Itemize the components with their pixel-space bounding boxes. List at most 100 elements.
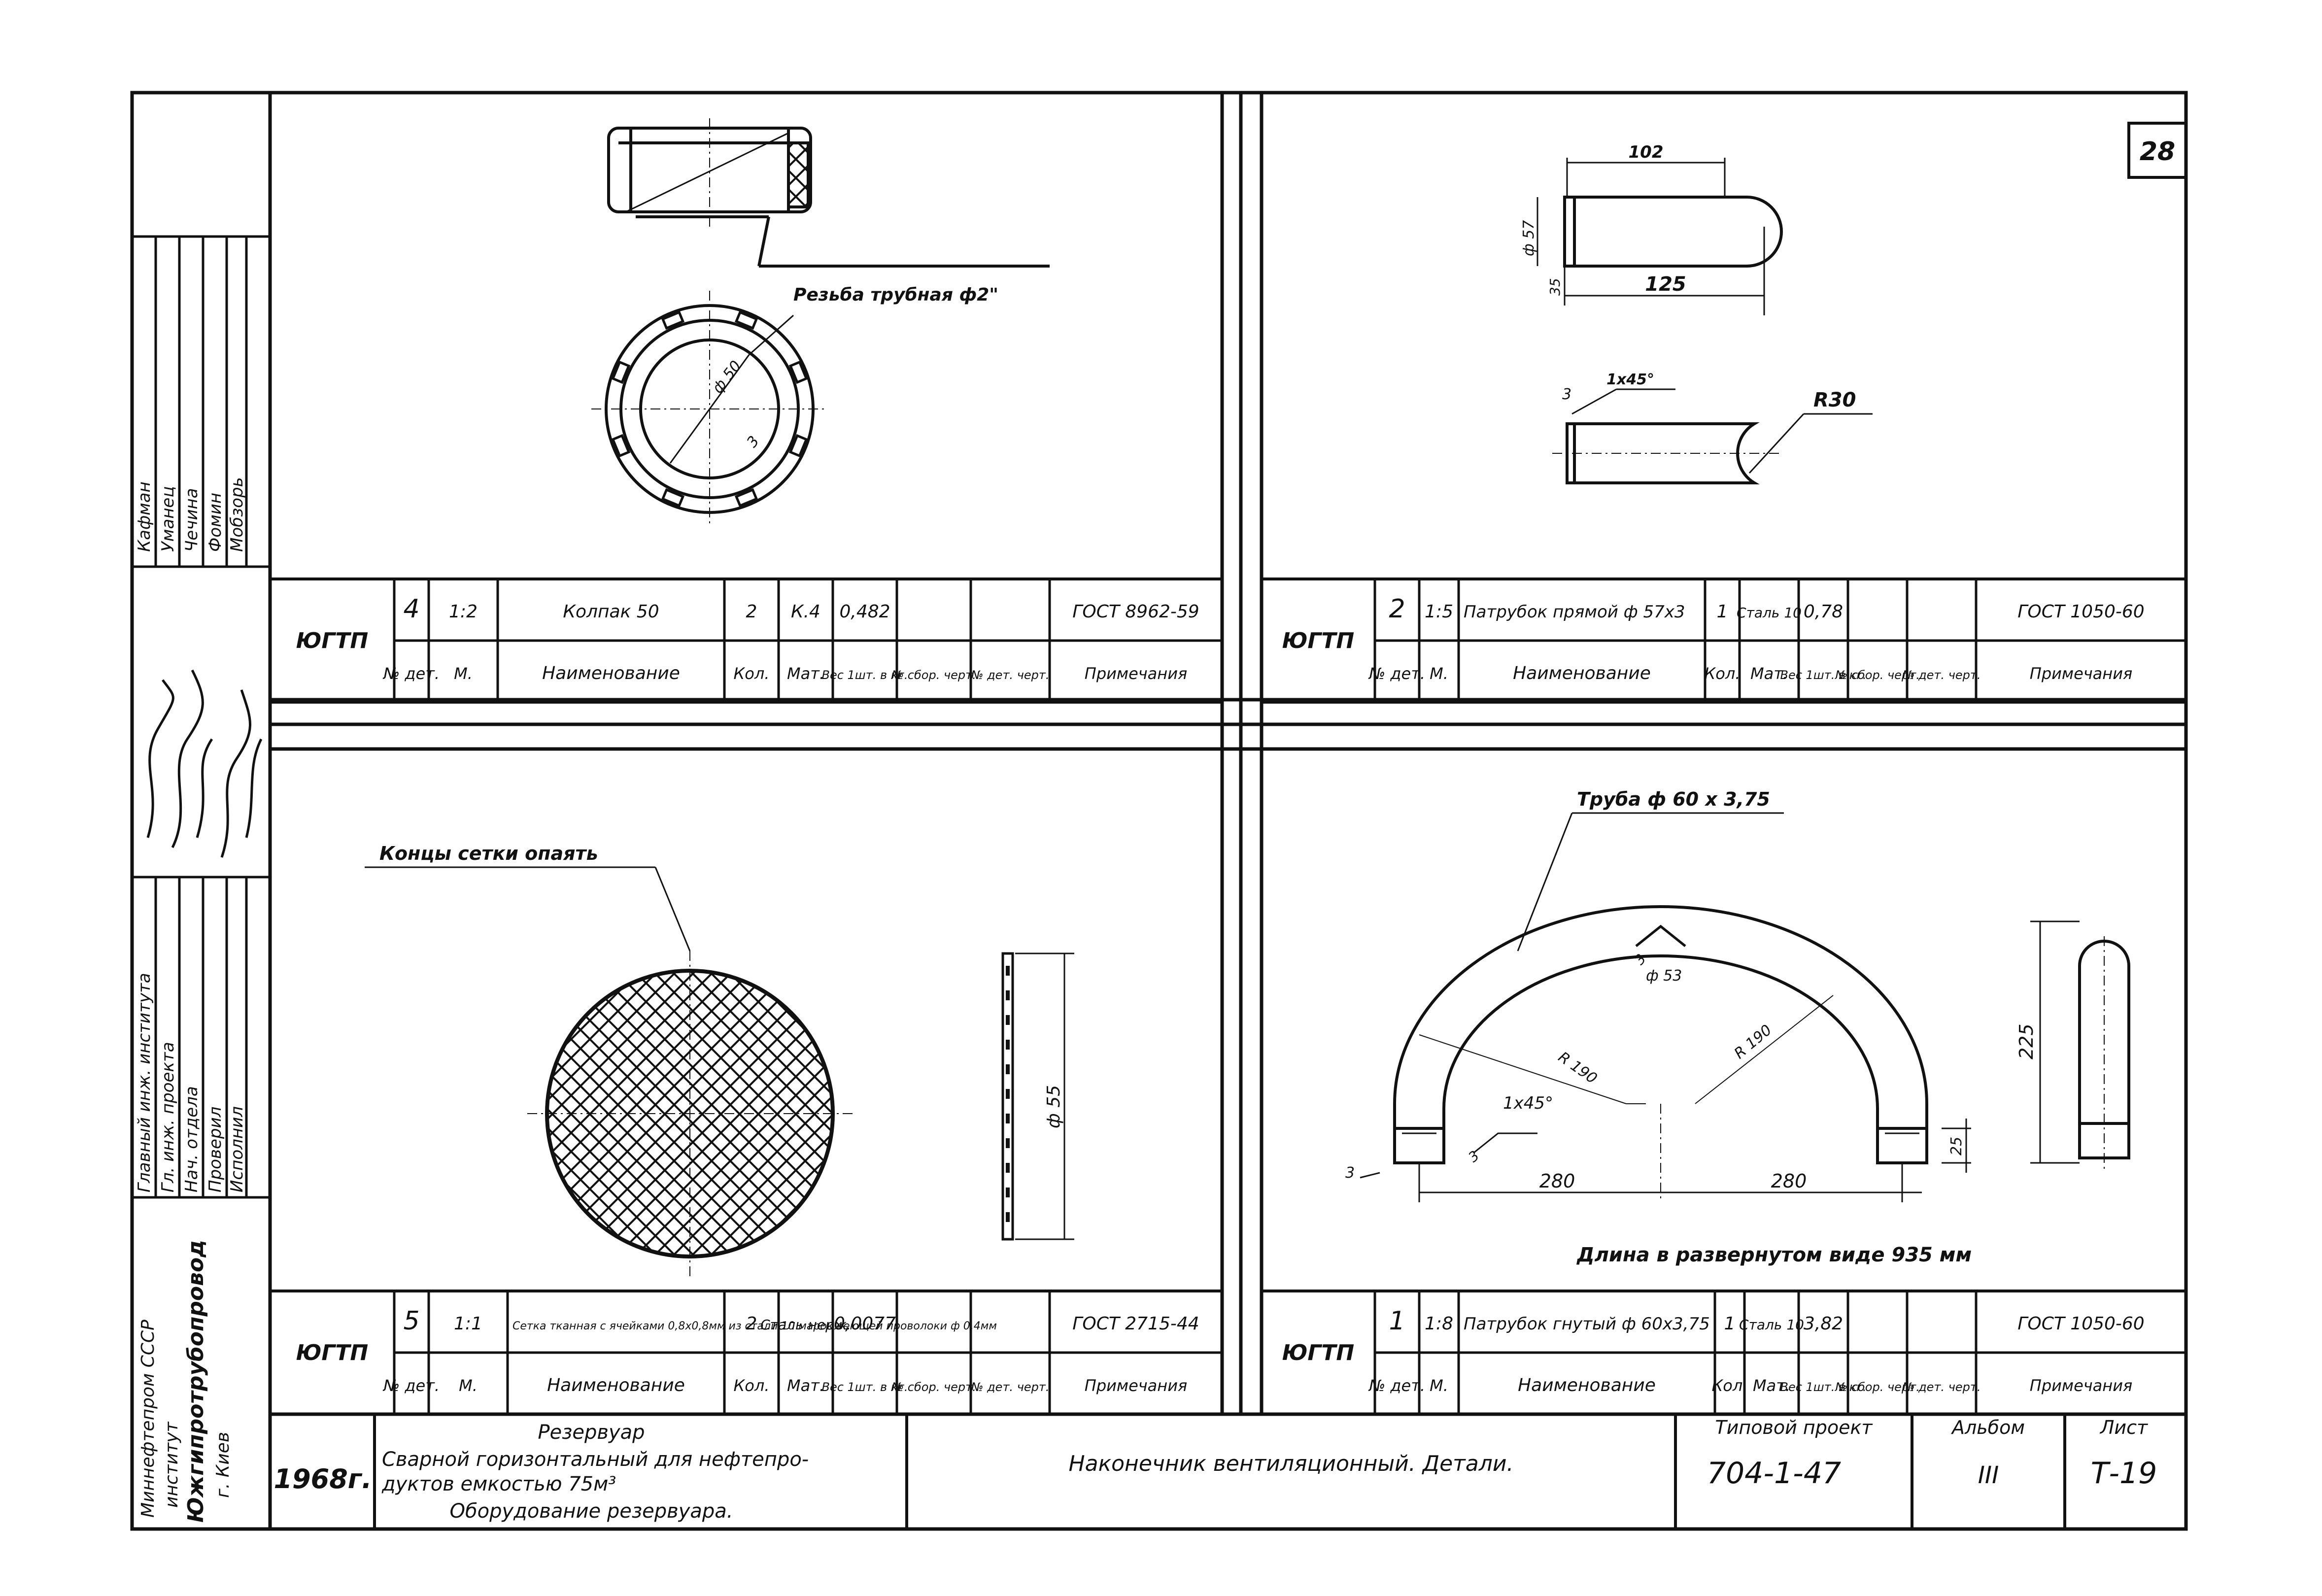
mesh-drawing xyxy=(365,866,1074,1276)
side-org: Миннефтепром СССР институт Южгипротрубоп… xyxy=(138,1240,233,1523)
pipe-dim-d: ф 57 xyxy=(1520,220,1537,256)
table-value-scale: 1:5 xyxy=(1425,602,1453,622)
table-header-name: Наименование xyxy=(547,1375,685,1395)
table-header-qty: Кол. xyxy=(1712,1376,1748,1395)
bent-dim-25: 25 xyxy=(1948,1137,1965,1155)
table-value-name: Сетка тканная с ячейками 0,8х0,8мм из ст… xyxy=(512,1320,997,1332)
cap-notch xyxy=(734,310,758,330)
table-value-weight: 0,78 xyxy=(1804,602,1843,622)
cap-notch xyxy=(611,434,631,458)
role-4: Проверил xyxy=(205,1107,225,1192)
table-value-qty: 2 xyxy=(746,602,757,622)
table-header-material: Мат. xyxy=(787,664,824,683)
table-header-det: № дет. черт. xyxy=(1902,1380,1981,1394)
table-header-qty: Кол. xyxy=(734,664,770,683)
table-header-note: Примечания xyxy=(2030,1376,2132,1395)
table-header-qty: Кол. xyxy=(1705,664,1741,683)
bent-radius-left: R 190 xyxy=(1555,1049,1600,1087)
table-header-name: Наименование xyxy=(1513,663,1651,683)
table-header-weight: Вес 1шт. в кг. xyxy=(821,668,908,682)
table-header-scale: М. xyxy=(454,664,473,683)
signer-2: Уманец xyxy=(158,486,178,552)
table-value-scale: 1:2 xyxy=(449,602,478,622)
table-value-num: 5 xyxy=(403,1306,419,1336)
title-object-desc2: дуктов емкостью 75м³ xyxy=(381,1473,616,1495)
table-value-num: 4 xyxy=(403,594,419,624)
cap-notch xyxy=(734,488,758,508)
table-header-note: Примечания xyxy=(1085,664,1187,683)
table-value-weight: 3,82 xyxy=(1804,1314,1843,1334)
table-header-scale: М. xyxy=(459,1376,478,1395)
table-value-num: 2 xyxy=(1389,594,1405,624)
table-header-name: Наименование xyxy=(542,663,680,683)
table-header-asm: № сбор. черт. xyxy=(890,668,976,682)
signer-5: Мобзорь xyxy=(227,477,247,552)
table-header-name: Наименование xyxy=(1518,1375,1656,1395)
table-header-material: Мат. xyxy=(787,1376,824,1395)
cap-notch xyxy=(611,360,631,384)
cap-notches xyxy=(611,310,808,508)
pipe-dim-s: 3 xyxy=(1562,386,1571,403)
bent-pipe-drawing xyxy=(1360,812,2130,1202)
table-org: ЮГТП xyxy=(296,1340,369,1365)
bent-dim-s3: 3 xyxy=(1465,1148,1482,1166)
table-value-qty: 1 xyxy=(1724,1314,1736,1334)
table-header-asm: № сбор. черт. xyxy=(1834,1380,1920,1394)
role-3: Нач. отдела xyxy=(182,1086,202,1192)
cap-notch xyxy=(788,360,808,384)
title-object: Резервуар xyxy=(538,1421,645,1444)
table-value-weight: 0,0077 xyxy=(834,1314,896,1334)
signer-4: Фомин xyxy=(205,493,225,552)
pipe-dim-len: 125 xyxy=(1645,273,1686,296)
cap-dim-s: 3 xyxy=(744,433,763,451)
role-2: Гл. инж. проекта xyxy=(158,1042,178,1192)
table-value-material: Сталь нерж. xyxy=(760,1317,851,1333)
table-header-note: Примечания xyxy=(2030,664,2132,683)
bent-dim-w-right: 280 xyxy=(1771,1170,1807,1192)
straight-pipe-drawing xyxy=(1537,158,1873,484)
table-value-name: Колпак 50 xyxy=(563,602,659,622)
bent-dim-h: 225 xyxy=(2015,1023,2037,1059)
table-header-material: Мат. xyxy=(1750,664,1788,683)
cap-notch xyxy=(788,434,808,458)
table-header-material: Мат. xyxy=(1753,1376,1790,1395)
bent-chamfer: 1x45° xyxy=(1503,1093,1553,1113)
sheet-number: 28 xyxy=(2140,137,2175,167)
table-value-note: ГОСТ 1050-60 xyxy=(2017,1314,2144,1334)
table-org: ЮГТП xyxy=(296,628,369,653)
table-org: ЮГТП xyxy=(1282,628,1355,653)
project-label: Типовой проект xyxy=(1715,1417,1873,1438)
side-top-names: Кафман Уманец Чечина Фомин Мобзорь xyxy=(135,477,247,552)
title-block xyxy=(373,1414,2066,1529)
table-value-qty: 1 xyxy=(1717,602,1728,622)
table-value-note: ГОСТ 2715-44 xyxy=(1072,1314,1199,1334)
table-header-det: № дет. черт. xyxy=(1902,668,1981,682)
table-value-scale: 1:8 xyxy=(1425,1314,1453,1334)
cap-drawing xyxy=(591,118,1050,527)
table-value-name: Патрубок гнутый ф 60х3,75 xyxy=(1464,1314,1710,1334)
bent-length-note: Длина в развернутом виде 935 мм xyxy=(1576,1244,1972,1266)
table-header-det: № дет. черт. xyxy=(970,1380,1050,1394)
bent-dim-d: ф 53 xyxy=(1646,967,1682,985)
pipe-radius: R30 xyxy=(1813,389,1856,411)
album-label: Альбом xyxy=(1950,1417,2025,1438)
bent-radius-right: R 190 xyxy=(1731,1021,1776,1062)
table-value-material: К.4 xyxy=(791,602,820,622)
drawing-title: Наконечник вентиляционный. Детали. xyxy=(1069,1451,1514,1476)
side-roles: Главный инж. института Гл. инж. проекта … xyxy=(135,973,247,1192)
table-value-num: 1 xyxy=(1389,1306,1405,1336)
table-org: ЮГТП xyxy=(1282,1340,1355,1365)
org-3: Южгипротрубопровод xyxy=(183,1240,208,1523)
cap-notch xyxy=(661,488,685,508)
title-object-desc3: Оборудование резервуара. xyxy=(449,1500,733,1523)
table-header-note: Примечания xyxy=(1085,1376,1187,1395)
table-value-weight: 0,482 xyxy=(839,602,890,622)
table-header-scale: М. xyxy=(1430,1376,1448,1395)
table-header-weight: Вес 1шт. в кг. xyxy=(1780,1380,1866,1394)
mesh-dim-d: ф 55 xyxy=(1044,1085,1064,1128)
table-header-asm: № сбор. черт. xyxy=(1834,668,1920,682)
